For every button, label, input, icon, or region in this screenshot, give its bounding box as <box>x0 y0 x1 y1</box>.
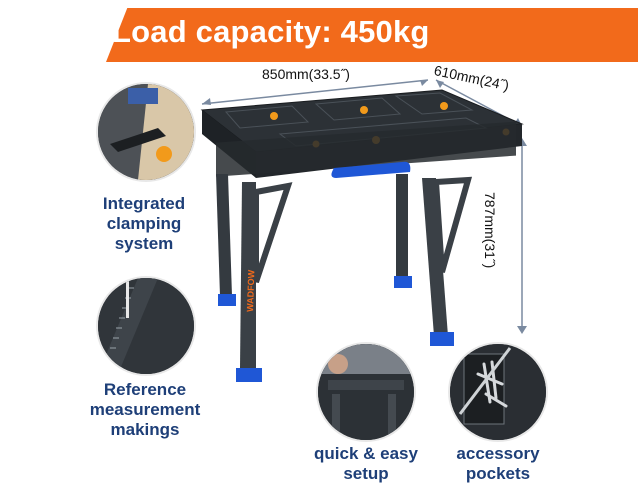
feature-label-measurement: Reference measurement makings <box>89 380 201 439</box>
setup-photo <box>318 344 414 440</box>
feature-label-setup: quick & easy setup <box>314 444 418 483</box>
clamping-photo <box>98 84 194 180</box>
foot-back-right <box>394 276 412 288</box>
front-left-leg <box>240 182 256 368</box>
clamp-dog-icon <box>270 112 278 120</box>
accessory-pockets-photo <box>450 344 546 440</box>
carry-handle <box>331 161 411 178</box>
width-dimension-line <box>201 79 429 105</box>
foot-back-left <box>218 294 236 306</box>
width-dimension-label: 850mm(33.5˝) <box>262 66 350 82</box>
back-right-leg <box>396 174 408 278</box>
measurement-photo <box>98 278 194 374</box>
foot-front-right <box>430 332 454 346</box>
workbench-illustration: WADFOW <box>200 89 524 382</box>
brand-logo: WADFOW <box>245 269 256 312</box>
feature-label-clamping: Integrated clamping system <box>102 194 186 253</box>
front-right-leg <box>422 178 448 336</box>
feature-label-pockets: accessory pockets <box>456 444 540 483</box>
title-banner <box>106 8 638 62</box>
back-left-leg <box>216 174 232 296</box>
foot-front-left <box>236 368 262 382</box>
banner-title: Load capacity: 450kg <box>112 14 430 49</box>
